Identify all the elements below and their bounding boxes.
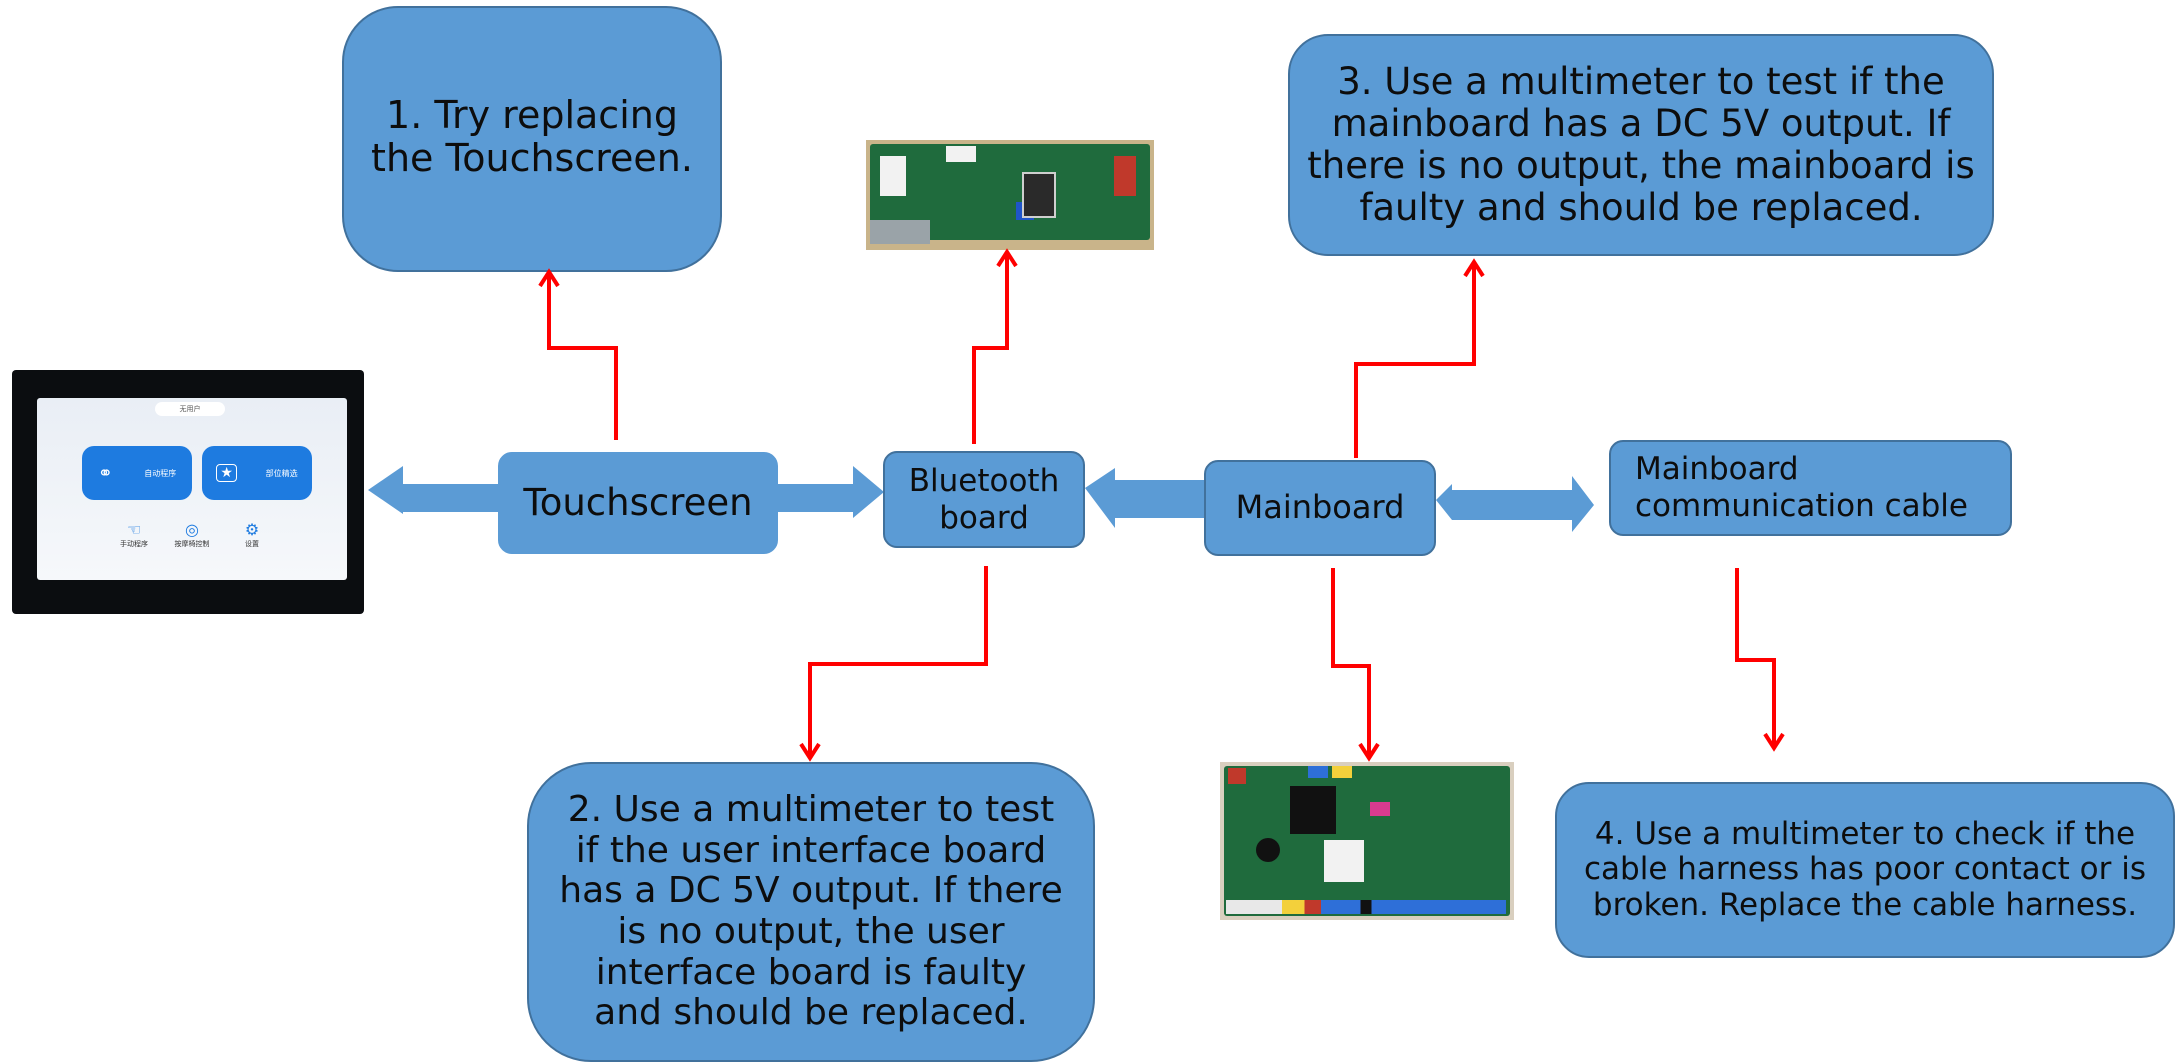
heatsink — [1290, 786, 1336, 834]
step3-text: 3. Use a multimeter to test if the mainb… — [1307, 60, 1975, 229]
manual-program-item[interactable]: ☜ 手动程序 — [109, 520, 159, 549]
bluetooth-board-pcb-photo — [866, 140, 1154, 250]
blue-arrow-touchscreen-to-bluetooth — [775, 466, 884, 518]
step4-note: 4. Use a multimeter to check if the cabl… — [1555, 782, 2175, 958]
massage-control-item[interactable]: ◎ 按摩椅控制 — [167, 520, 217, 549]
step3-note: 3. Use a multimeter to test if the mainb… — [1288, 34, 1994, 256]
connector-strip — [1226, 900, 1506, 914]
mainboard-cable-label: Mainboard communication cable — [1635, 451, 1968, 524]
red-arrowhead-step2 — [799, 742, 821, 762]
mainboard-label: Mainboard — [1235, 488, 1405, 527]
user-label: 无用户 — [179, 405, 201, 413]
connector-pink — [1370, 802, 1390, 816]
connector-yellow — [1332, 766, 1352, 778]
auto-program-button[interactable]: ⚭ 自动程序 — [82, 446, 192, 500]
red-connector-touchscreen-to-step1 — [547, 272, 618, 440]
settings-label: 设置 — [245, 540, 259, 548]
red-connector-bluetooth-to-step2 — [808, 566, 988, 758]
part-select-label: 部位精选 — [265, 468, 298, 478]
part-select-button[interactable]: ★ 部位精选 — [202, 446, 312, 500]
chip-module — [1022, 172, 1056, 218]
red-arrowhead-step4 — [1763, 732, 1785, 752]
user-pill: 无用户 — [155, 402, 225, 416]
connector-red — [1114, 156, 1136, 196]
red-connector-cable-to-step4 — [1735, 568, 1776, 748]
step1-note: 1. Try replacing the Touchscreen. — [342, 6, 722, 272]
red-arrowhead-bluetooth-photo — [996, 248, 1018, 268]
red-connector-bluetooth-to-photo — [972, 252, 1009, 444]
bluetooth-board-label: Bluetooth board — [908, 462, 1060, 536]
connector-red-left — [1228, 768, 1246, 784]
red-arrowhead-step1 — [538, 268, 560, 288]
target-icon: ◎ — [185, 520, 199, 539]
massage-control-label: 按摩椅控制 — [174, 540, 210, 548]
buzzer — [1256, 838, 1280, 862]
mainboard-node: Mainboard — [1204, 460, 1436, 556]
step1-text: 1. Try replacing the Touchscreen. — [371, 93, 693, 180]
manual-program-label: 手动程序 — [120, 540, 148, 548]
blue-arrow-mainboard-to-cable — [1436, 476, 1594, 532]
step4-text: 4. Use a multimeter to check if the cabl… — [1583, 816, 2147, 923]
ribbon-cable — [870, 220, 930, 244]
auto-program-label: 自动程序 — [144, 468, 177, 478]
blue-arrow-touchscreen-to-photo — [368, 466, 520, 514]
molecule-icon: ⚭ — [97, 462, 113, 484]
star-icon: ★ — [216, 464, 237, 482]
red-arrowhead-mainboard-photo — [1358, 742, 1380, 762]
settings-item[interactable]: ⚙ 设置 — [227, 520, 277, 549]
bluetooth-board-node: Bluetooth board — [883, 451, 1085, 548]
step2-text: 2. Use a multimeter to test if the user … — [559, 788, 1063, 1034]
connector-blue — [1308, 766, 1328, 778]
touchscreen-node: Touchscreen — [498, 452, 778, 554]
red-connector-mainboard-to-step3 — [1354, 262, 1476, 458]
blue-arrow-mainboard-to-bluetooth — [1085, 468, 1205, 528]
mainboard-cable-node: Mainboard communication cable — [1609, 440, 2012, 536]
screen-display: 无用户 ⚭ 自动程序 ★ 部位精选 ☜ 手动程序 ◎ 按摩椅控制 ⚙ 设置 — [37, 398, 347, 580]
step2-note: 2. Use a multimeter to test if the user … — [527, 762, 1095, 1062]
red-connector-mainboard-to-photo — [1331, 568, 1371, 758]
connector-white — [880, 156, 906, 196]
connector-white-2 — [946, 146, 976, 162]
mainboard-pcb-photo — [1220, 762, 1514, 920]
label-sticker — [1324, 840, 1364, 882]
touchscreen-label: Touchscreen — [523, 481, 753, 525]
touchscreen-device-photo: 无用户 ⚭ 自动程序 ★ 部位精选 ☜ 手动程序 ◎ 按摩椅控制 ⚙ 设置 — [12, 370, 364, 614]
red-arrowhead-step3 — [1463, 258, 1485, 278]
hand-icon: ☜ — [126, 520, 142, 539]
gear-icon: ⚙ — [244, 520, 260, 539]
